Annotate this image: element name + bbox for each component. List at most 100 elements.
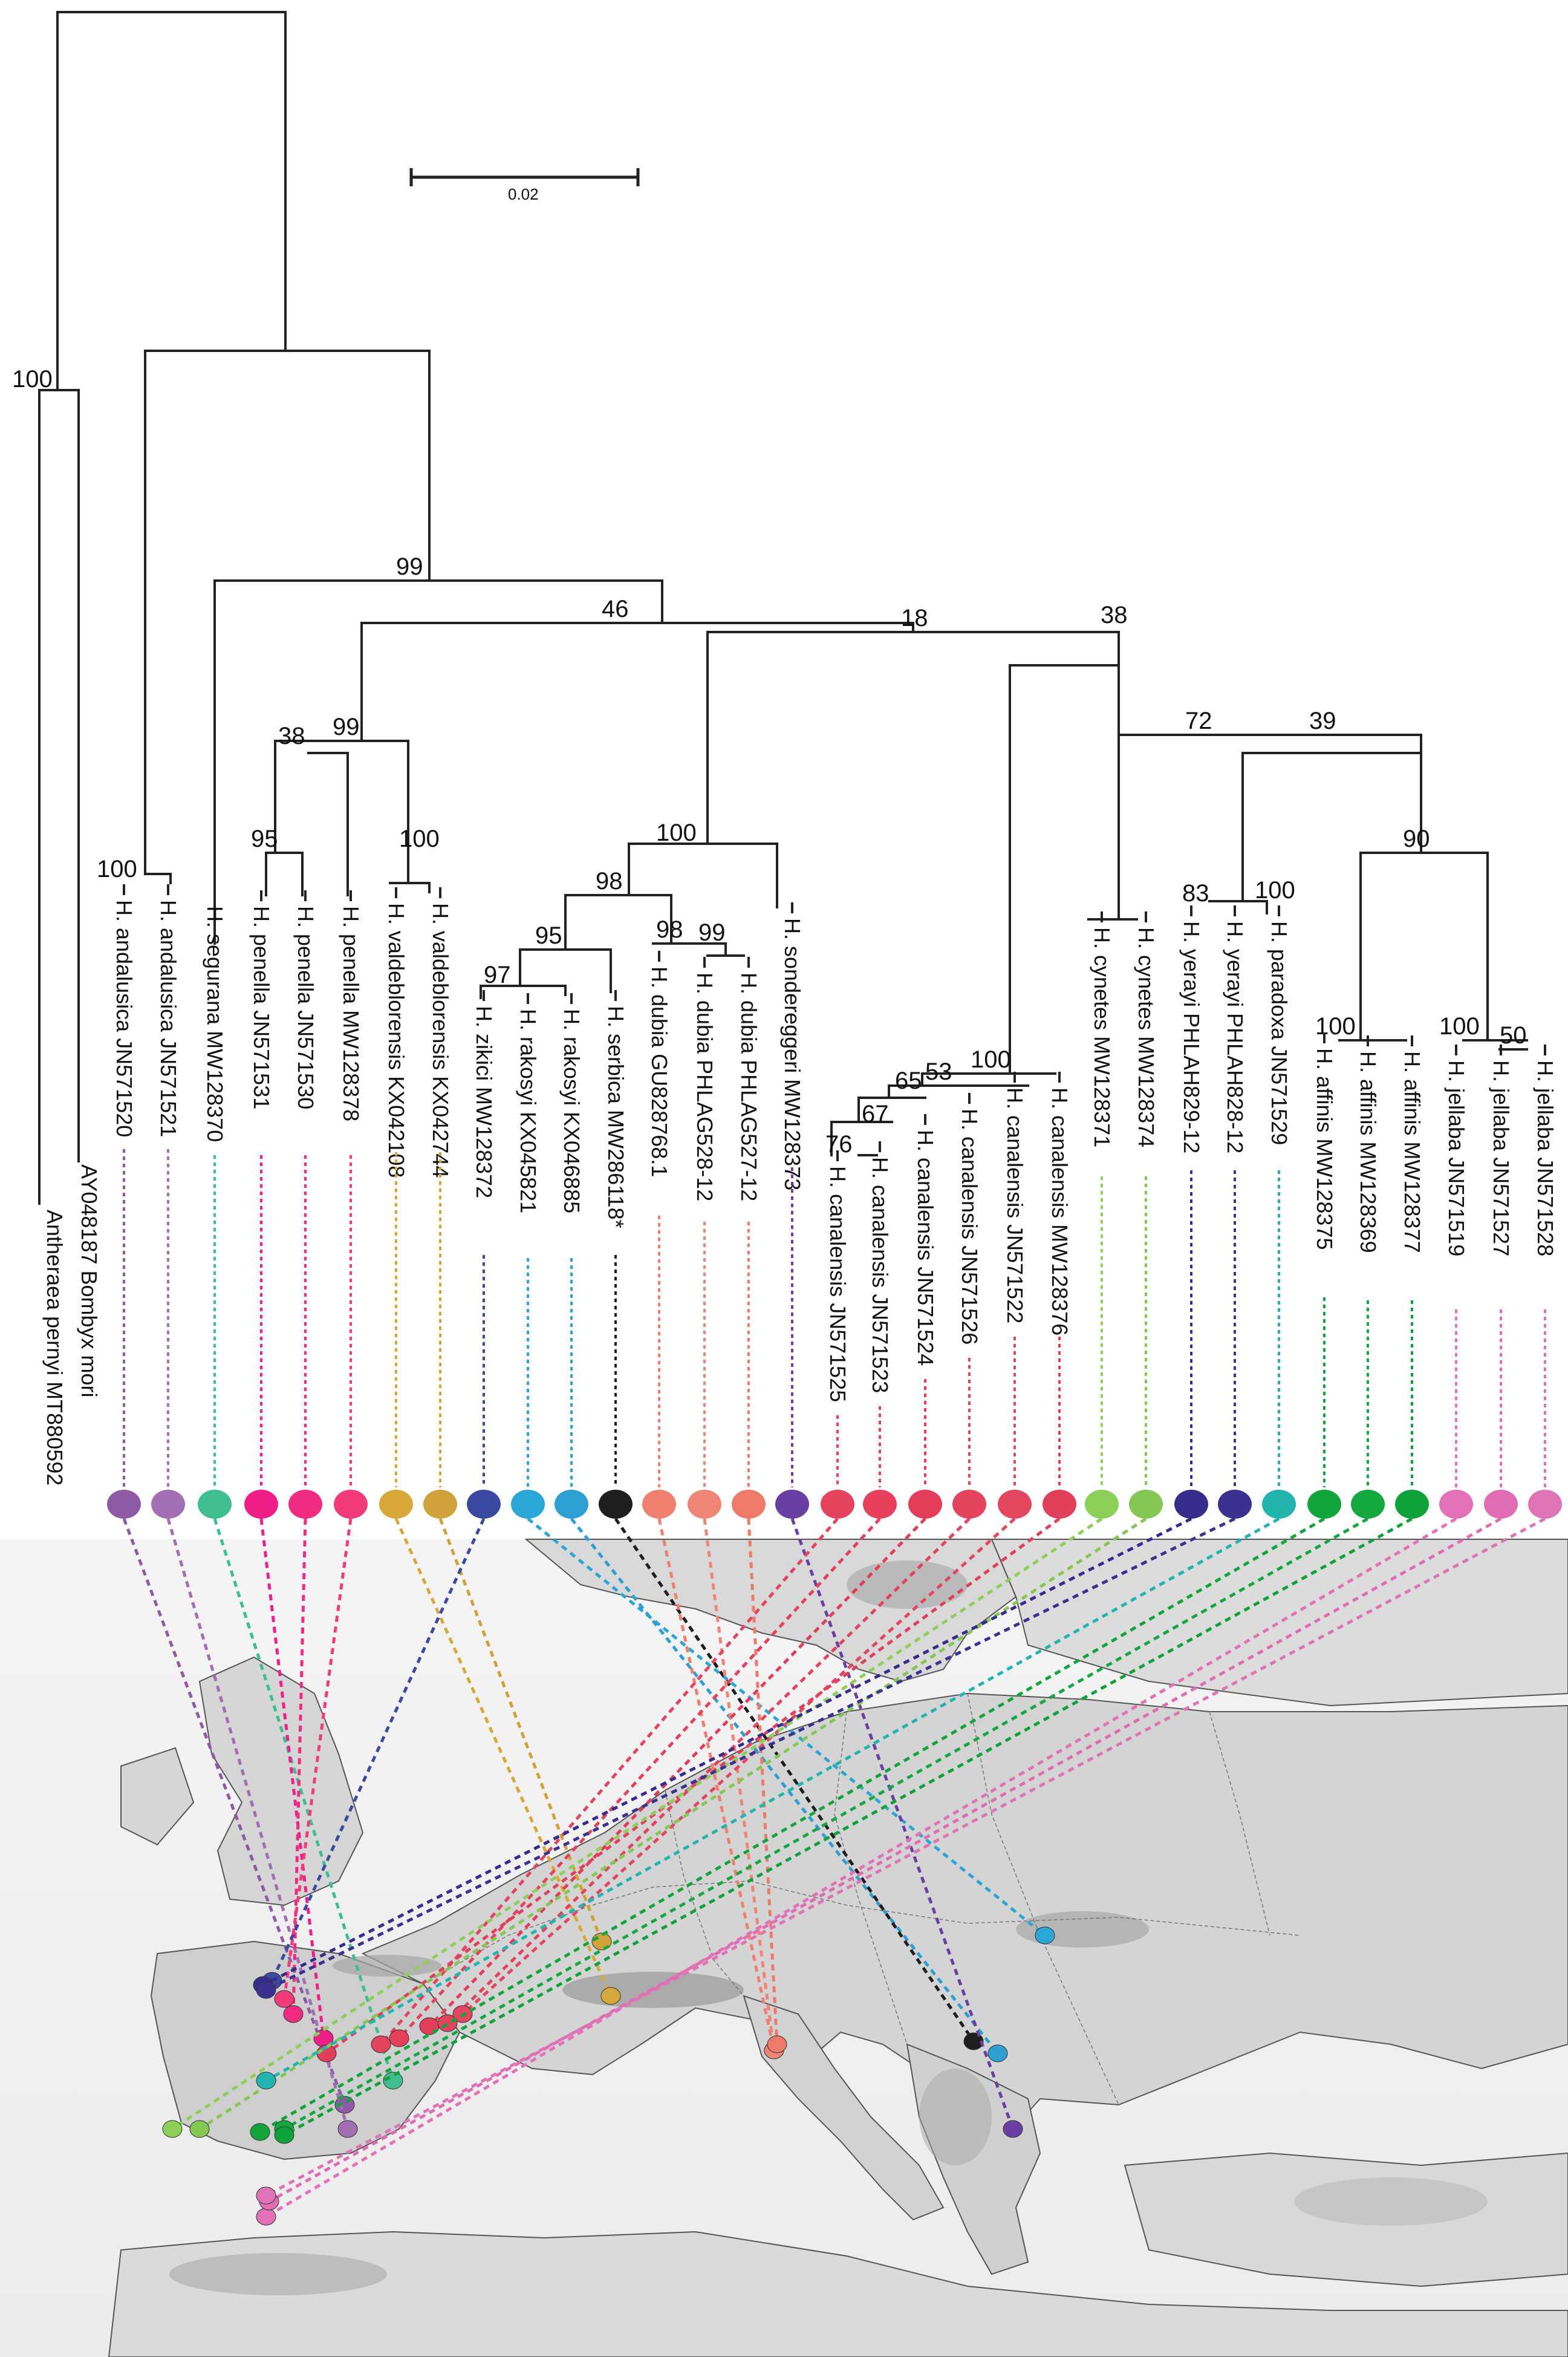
support-value: 98 [596, 868, 623, 895]
taxon-19: H. canalensis JN571524 [419, 1114, 942, 2035]
map-connector [265, 1517, 1546, 2197]
taxon-label: H. segurana MW128370 [203, 906, 227, 1142]
map-connector [259, 1518, 325, 2039]
scale-bar: 0.02 [409, 168, 640, 203]
taxon-24: H. cynetes MW128374 [189, 911, 1163, 2138]
taxon-dot [334, 1490, 368, 1519]
map-locality-point [162, 2120, 183, 2138]
map-locality-point [963, 2032, 984, 2050]
support-value: 46 [602, 596, 629, 622]
taxon-dot [555, 1490, 588, 1519]
support-value: 50 [1500, 1022, 1527, 1049]
taxon-label: H. canalensis MW128376 [1047, 1087, 1072, 1335]
taxon-31: H. jellaba JN571519 [256, 1045, 1473, 2226]
map-locality-point [383, 2072, 403, 2090]
map-connector [394, 1518, 613, 1997]
map-locality-point [250, 2123, 270, 2141]
taxon-dot [1262, 1490, 1296, 1519]
taxon-label: H. andalusica JN571520 [112, 900, 137, 1137]
taxon-label: H. andalusica JN571521 [156, 900, 181, 1137]
taxon-label: H. penella MW128378 [339, 906, 363, 1121]
taxon-dot [1043, 1490, 1076, 1519]
map-connector [283, 1517, 1413, 2137]
taxon-dot [288, 1490, 322, 1519]
map-connector [198, 1517, 1147, 2131]
taxon-dot [423, 1490, 457, 1519]
taxon-13: H. dubia GU828768.1 [642, 951, 784, 2059]
support-value: 97 [484, 962, 511, 988]
map-connector [259, 1517, 1326, 2134]
support-value: 98 [656, 916, 683, 943]
taxon-label: H. jellaba JN571527 [1489, 1060, 1514, 1256]
taxon-29: H. affinis MW128369 [274, 1035, 1385, 2138]
taxon-label: H. valdeblorensis KX042744 [428, 903, 453, 1178]
map-locality-point [256, 2072, 276, 2090]
support-value: 39 [1309, 708, 1336, 734]
taxon-9: H. zikici MW128372 [262, 990, 501, 1990]
taxon-22: H. canalensis MW128376 [316, 1072, 1076, 2062]
taxon-label: H. rakosyi KX045821 [516, 1009, 541, 1213]
map-locality-point [371, 2035, 391, 2053]
taxon-label: H. penella JN571531 [249, 906, 274, 1109]
taxon-5: H. penella JN571530 [283, 890, 322, 2023]
map-locality-point [256, 2208, 276, 2226]
taxon-label: H. zikici MW128372 [472, 1006, 496, 1198]
map-locality-point [389, 2029, 409, 2047]
map-locality-point [337, 2120, 358, 2138]
taxon-8: H. valdeblorensis KX042744 [423, 887, 612, 1951]
support-value: 38 [1101, 602, 1128, 628]
taxon-dot [1439, 1490, 1473, 1519]
map-connector [283, 1517, 1369, 2131]
map-connector [265, 1517, 1280, 2082]
taxon-dot [151, 1490, 185, 1519]
taxon-label: H. dubia PHLAG528-12 [692, 973, 717, 1201]
taxon-dot [467, 1490, 501, 1519]
support-value: 100 [656, 820, 697, 846]
map-connector [747, 1518, 779, 2045]
outgroup-labels: Antheraea pernyi MT880592 AY048187 Bomby… [42, 1164, 102, 1485]
map-locality-point [256, 1981, 276, 1999]
taxon-2: H. andalusica JN571521 [151, 884, 358, 2138]
taxon-3: H. segurana MW128370 [198, 890, 403, 2090]
support-value: 95 [535, 922, 562, 949]
taxon-4: H. penella JN571531 [244, 890, 334, 2047]
map-locality-point [283, 2005, 304, 2023]
map-locality-point [600, 1987, 621, 2005]
map-connector [265, 1517, 1457, 2218]
taxon-label: H. affinis MW128369 [1356, 1051, 1381, 1253]
support-value: 53 [925, 1058, 952, 1085]
map-connector [657, 1518, 776, 2051]
taxon-dot [244, 1490, 278, 1519]
taxon-28: H. affinis MW128375 [250, 1032, 1341, 2141]
map-connector [703, 1518, 776, 2051]
taxon-label: H. jellaba JN571519 [1444, 1060, 1469, 1256]
taxon-label: H. yerayi PHLAH829-12 [1179, 921, 1204, 1153]
taxon-33: H. jellaba JN571528 [256, 1045, 1562, 2205]
map-connector [262, 1517, 1192, 1987]
taxon-label: H. canalensis JN571526 [957, 1109, 982, 1345]
taxon-label: H. dubia GU828768.1 [647, 967, 672, 1177]
taxon-dot [379, 1490, 413, 1519]
taxon-dot [863, 1490, 897, 1519]
taxon-label: H. rakosyi KX046885 [559, 1009, 584, 1213]
tree-branches [38, 11, 1528, 1205]
taxon-dot [998, 1490, 1032, 1519]
taxon-10: H. rakosyi KX045821 [511, 993, 1055, 1945]
taxon-dot [688, 1490, 721, 1519]
taxon-20: H. canalensis JN571526 [437, 1093, 986, 2032]
support-value: 99 [698, 919, 726, 946]
map-locality-point [1003, 2120, 1023, 2138]
taxon-dot [1484, 1490, 1518, 1519]
map-connector [213, 1518, 395, 2081]
taxon-dot [511, 1490, 545, 1519]
scale-bar-label: 0.02 [508, 185, 539, 203]
map-connector [428, 1518, 926, 2027]
taxon-label: H. affinis MW128377 [1400, 1051, 1425, 1253]
taxon-30: H. affinis MW128377 [274, 1035, 1429, 2144]
map-connector [166, 1518, 350, 2130]
map-locality-point [189, 2120, 210, 2138]
taxon-23: H. cynetes MW128371 [162, 911, 1119, 2138]
support-value: 67 [862, 1101, 889, 1127]
support-value: 100 [97, 856, 137, 882]
support-value: 38 [278, 723, 305, 749]
